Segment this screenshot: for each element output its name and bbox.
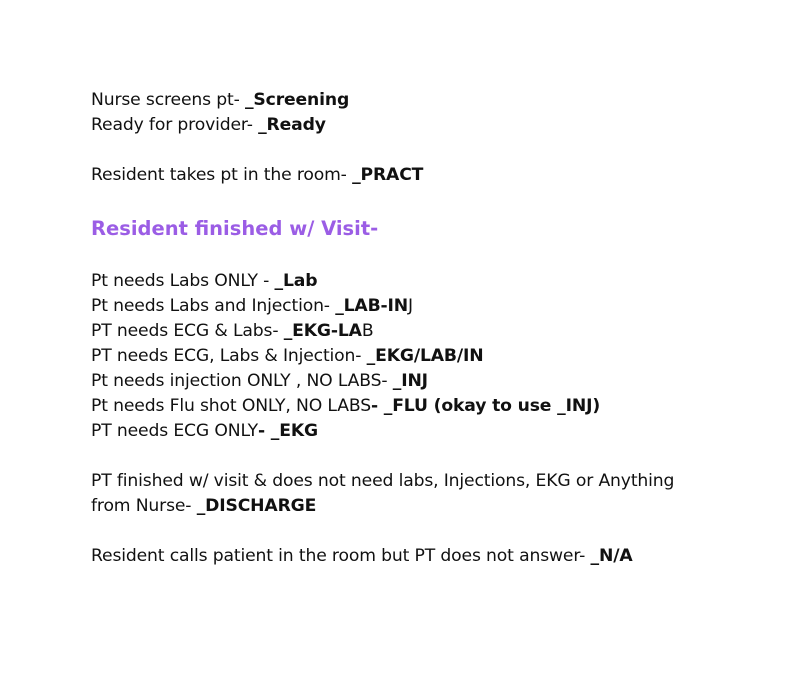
ekg-lab-text: PT needs ECG & Labs- bbox=[91, 321, 284, 341]
spacer bbox=[91, 244, 711, 269]
lab-inj-suffix: J bbox=[408, 296, 413, 316]
inj-code: _INJ bbox=[392, 371, 428, 391]
spacer bbox=[91, 519, 711, 544]
pract-code: _PRACT bbox=[352, 165, 424, 185]
discharge-line: PT finished w/ visit & does not need lab… bbox=[91, 469, 703, 519]
ekg-lab-suffix: B bbox=[361, 321, 374, 341]
screening-line: Nurse screens pt- _Screening bbox=[91, 88, 711, 113]
ready-text: Ready for provider- bbox=[91, 115, 259, 135]
na-line: Resident calls patient in the room but P… bbox=[91, 544, 711, 569]
status-code-document: Nurse screens pt- _Screening Ready for p… bbox=[91, 88, 711, 569]
lab-line: Pt needs Labs ONLY - _Lab bbox=[91, 269, 711, 294]
ekg-lab-code: _EKG-LA bbox=[283, 321, 362, 341]
lab-inj-line: Pt needs Labs and Injection- _LAB-INJ bbox=[91, 294, 711, 319]
spacer bbox=[91, 138, 711, 163]
lab-code: _Lab bbox=[274, 271, 318, 291]
lab-inj-text: Pt needs Labs and Injection- bbox=[91, 296, 336, 316]
flu-code: - _FLU (okay to use _INJ) bbox=[370, 396, 601, 416]
screening-code: _Screening bbox=[244, 90, 350, 110]
lab-inj-code: _LAB-IN bbox=[335, 296, 408, 316]
ready-line: Ready for provider- _Ready bbox=[91, 113, 711, 138]
ekg-line: PT needs ECG ONLY- _EKG bbox=[91, 419, 711, 444]
ekg-code: - _EKG bbox=[257, 421, 318, 441]
na-text: Resident calls patient in the room but P… bbox=[91, 546, 591, 566]
discharge-text: PT finished w/ visit & does not need lab… bbox=[91, 471, 675, 516]
ekg-text: PT needs ECG ONLY bbox=[91, 421, 258, 441]
spacer bbox=[91, 444, 711, 469]
lab-text: Pt needs Labs ONLY - bbox=[91, 271, 275, 291]
flu-text: Pt needs Flu shot ONLY, NO LABS bbox=[91, 396, 371, 416]
ekg-lab-in-code: _EKG/LAB/IN bbox=[366, 346, 484, 366]
inj-line: Pt needs injection ONLY , NO LABS- _INJ bbox=[91, 369, 711, 394]
pract-line: Resident takes pt in the room- _PRACT bbox=[91, 163, 711, 188]
ekg-lab-in-line: PT needs ECG, Labs & Injection- _EKG/LAB… bbox=[91, 344, 711, 369]
ready-code: _Ready bbox=[258, 115, 326, 135]
inj-text: Pt needs injection ONLY , NO LABS- bbox=[91, 371, 393, 391]
discharge-code: _DISCHARGE bbox=[196, 496, 317, 516]
screening-text: Nurse screens pt- bbox=[91, 90, 245, 110]
visit-finished-heading: Resident finished w/ Visit- bbox=[91, 217, 379, 240]
pract-text: Resident takes pt in the room- bbox=[91, 165, 353, 185]
spacer bbox=[91, 188, 711, 213]
flu-line: Pt needs Flu shot ONLY, NO LABS- _FLU (o… bbox=[91, 394, 711, 419]
ekg-lab-in-text: PT needs ECG, Labs & Injection- bbox=[91, 346, 367, 366]
ekg-lab-line: PT needs ECG & Labs- _EKG-LAB bbox=[91, 319, 711, 344]
na-code: _N/A bbox=[590, 546, 633, 566]
